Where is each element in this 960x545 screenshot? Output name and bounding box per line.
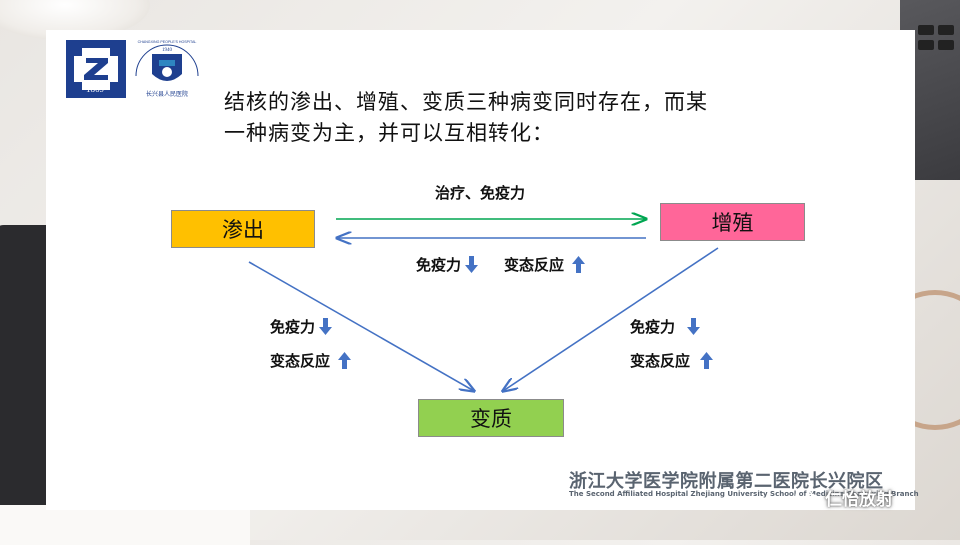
watermark: 仁怡放射 xyxy=(795,485,893,510)
label-right-immunity-text: 免疫力 xyxy=(630,318,676,336)
wechat-icon xyxy=(795,488,819,506)
arrow-proliferation-to-alteration xyxy=(503,247,719,391)
intro-text: 结核的渗出、增殖、变质三种病变同时存在，而某 一种病变为主，并可以互相转化： xyxy=(224,87,784,149)
label-right-reactivity: 变态反应 xyxy=(630,350,714,371)
down-arrow-icon xyxy=(465,256,479,273)
label-left-reactivity: 变态反应 xyxy=(270,350,352,371)
footer-hospital-cn: 浙江大学医学院附属第二医院长兴院区 xyxy=(569,471,884,492)
label-left-immunity: 免疫力 xyxy=(270,316,333,337)
label-left-reactivity-text: 变态反应 xyxy=(270,352,331,370)
label-right-immunity: 免疫力 xyxy=(630,316,701,337)
arrow-exudation-to-alteration xyxy=(248,261,474,391)
footer-hospital-en: The Second Affiliated Hospital Zhejiang … xyxy=(569,490,919,498)
label-right-reactivity-text: 变态反应 xyxy=(630,352,691,370)
node-proliferation: 增殖 xyxy=(660,203,805,241)
slide: 1869 1940 长兴县人民医院 CHANGXING PEOPLE'S HOS… xyxy=(46,30,919,510)
intro-line-1: 结核的渗出、增殖、变质三种病变同时存在，而某 xyxy=(224,90,708,114)
up-arrow-icon xyxy=(700,352,714,369)
intro-line-2: 一种病变为主，并可以互相转化： xyxy=(224,121,554,145)
hospital-logo-icon: 1940 长兴县人民医院 CHANGXING PEOPLE'S HOSPITAL xyxy=(135,40,199,98)
label-middle-immunity-text: 免疫力 xyxy=(416,256,462,274)
up-arrow-icon xyxy=(338,352,352,369)
hospital-logo-cn-text: 长兴县人民医院 xyxy=(146,90,188,98)
node-alteration: 变质 xyxy=(418,399,564,437)
z-logo-year: 1869 xyxy=(86,84,104,94)
notebook-decoration xyxy=(0,505,250,545)
z-logo-icon xyxy=(66,40,126,98)
label-treatment-immunity: 治疗、免疫力 xyxy=(435,184,526,202)
up-arrow-icon xyxy=(572,256,586,273)
label-middle-reactivity: 变态反应 xyxy=(504,254,586,275)
hospital-logo-ring-text: CHANGXING PEOPLE'S HOSPITAL xyxy=(138,40,197,44)
label-middle-immunity: 免疫力 xyxy=(416,254,479,275)
diagram-arrows xyxy=(248,30,719,510)
down-arrow-icon xyxy=(687,318,701,335)
watermark-text: 仁怡放射 xyxy=(825,490,893,510)
label-middle-reactivity-text: 变态反应 xyxy=(504,256,565,274)
down-arrow-icon xyxy=(319,318,333,335)
hospital-logo-year: 1940 xyxy=(162,48,173,53)
node-exudation: 渗出 xyxy=(171,210,315,248)
label-left-immunity-text: 免疫力 xyxy=(270,318,316,336)
